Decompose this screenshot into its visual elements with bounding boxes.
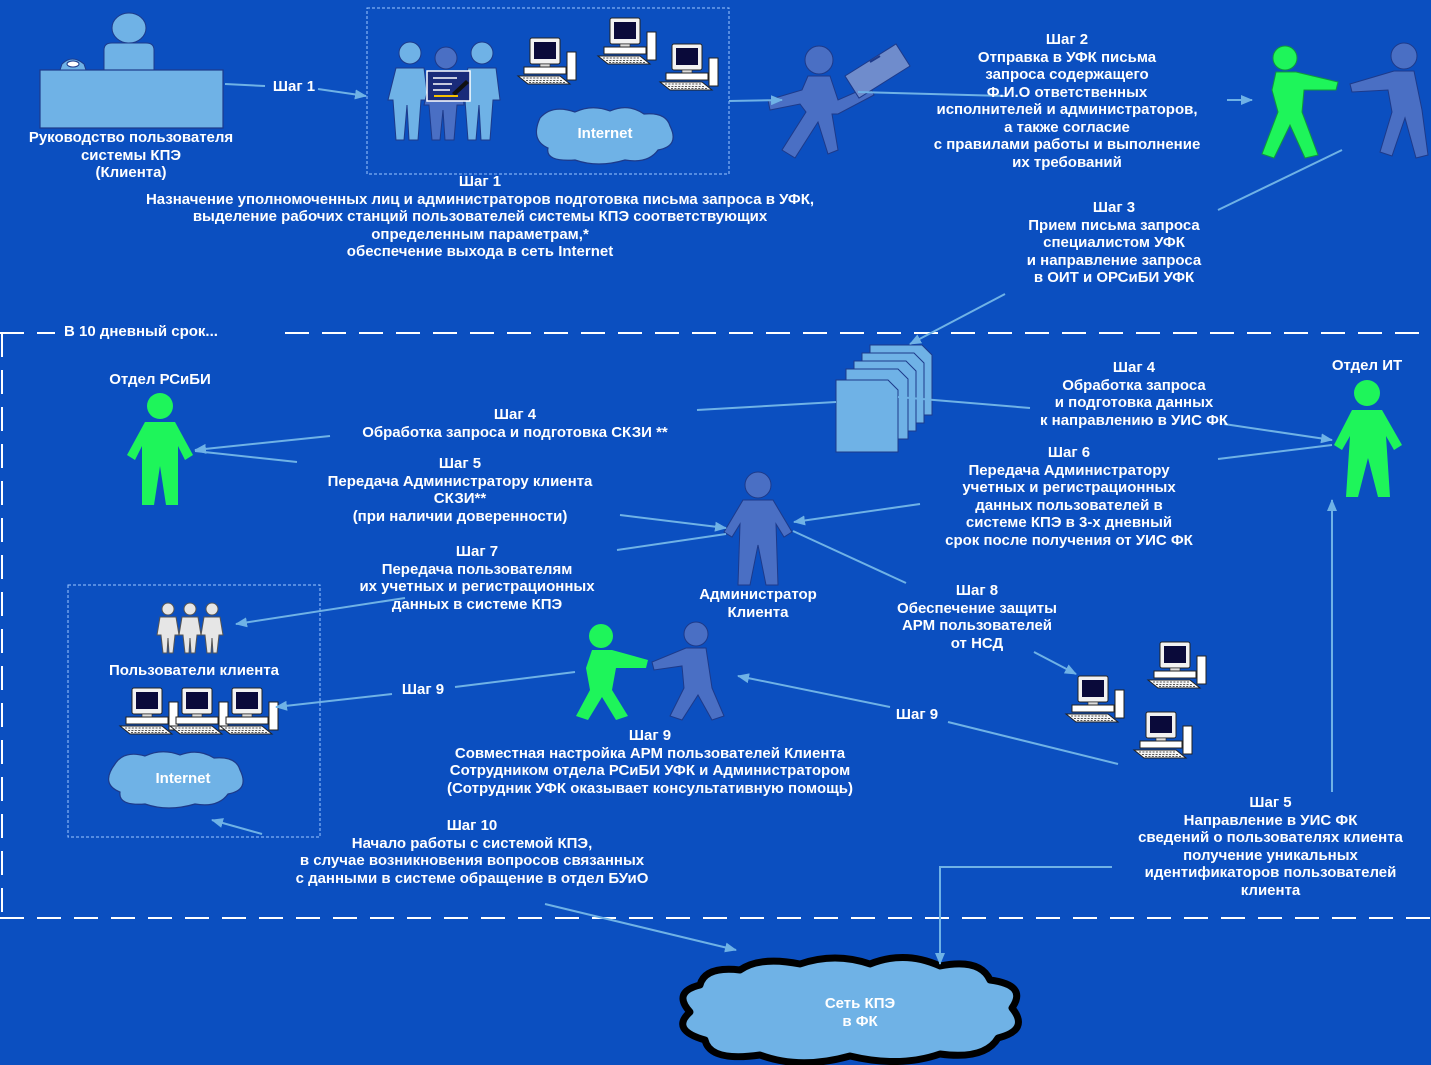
admins-group-icon (387, 41, 501, 141)
admins-box-top (366, 7, 730, 175)
line-admin-step7 (616, 533, 727, 551)
computer-icon (1065, 675, 1125, 723)
arrow-step3-to-docs (909, 293, 1006, 345)
arrow-step4-to-rsibi (194, 435, 331, 454)
line-admin-step8 (792, 530, 907, 584)
dept-it-label: Отдел ИТ (1331, 357, 1403, 374)
step1-arrow-label: Шаг 1 (272, 78, 316, 95)
arrow-step8-to-pcs (1033, 651, 1077, 675)
computer-icon (1147, 641, 1207, 689)
arrow-client-to-admins (224, 83, 266, 87)
it-person-icon (1334, 380, 1402, 497)
computer-icon (517, 37, 577, 85)
kpe-network-cloud (679, 953, 1022, 1065)
cloud-internet-bottom (108, 751, 244, 809)
client-admin-person-icon (723, 471, 793, 586)
joint-setup-handshake-icon (576, 621, 725, 721)
computer-icon (169, 687, 229, 735)
line-docs-step4-left (696, 401, 837, 411)
arrow-admins-to-courier (728, 95, 783, 106)
arrow-pcs-to-handshake (947, 721, 1119, 765)
arrow-step9-to-users (454, 671, 576, 688)
arrow-step6-to-admin (793, 503, 921, 526)
line-docs-step4-right (897, 396, 1031, 409)
arrow-it-step6 (1217, 444, 1333, 460)
document-stack-icon (835, 344, 933, 453)
arrow-step5-to-admin (619, 514, 727, 532)
handshake-ufk-icon (1261, 42, 1429, 159)
internet-label-bottom: Internet (155, 770, 211, 787)
cloud-internet-top (535, 107, 674, 165)
internet-label-top: Internet (577, 125, 633, 142)
dept-rsibi-label: Отдел РСиБИ (109, 371, 211, 388)
arrow-pcs-to-handshake (737, 673, 891, 708)
client-users-label: Пользователи клиента (108, 662, 280, 679)
courier-with-letter-icon (767, 43, 911, 159)
computer-icon (659, 43, 719, 91)
step9-left-label: Шаг 9 (401, 681, 445, 698)
client-manager-desk-icon (39, 12, 224, 129)
rsibi-person-icon (127, 393, 193, 505)
arrow-to-kpe-network (544, 903, 737, 953)
arrow-step7-to-users (235, 597, 406, 628)
line-handshake-step3 (1217, 149, 1343, 211)
computer-icon (1133, 711, 1193, 759)
arrow-step9-to-users (275, 693, 393, 711)
dashed-separator-top (0, 332, 1431, 918)
arrow-step5-down-to-network (935, 866, 1112, 965)
arrow-step10-to-users (211, 818, 263, 835)
arrow-client-to-admins (317, 88, 367, 100)
step9-right-label: Шаг 9 (895, 706, 939, 723)
client-users-group-icon (156, 602, 224, 654)
computer-icon (119, 687, 179, 735)
computer-icon (597, 17, 657, 65)
arrow-courier-to-ufk (857, 91, 1006, 97)
arrow-step4-to-it (1223, 423, 1333, 444)
deadline-label: В 10 дневный срок... (64, 323, 218, 340)
client-users-box (67, 584, 321, 838)
computer-icon (219, 687, 279, 735)
arrow-rsibi-step5 (194, 450, 298, 463)
